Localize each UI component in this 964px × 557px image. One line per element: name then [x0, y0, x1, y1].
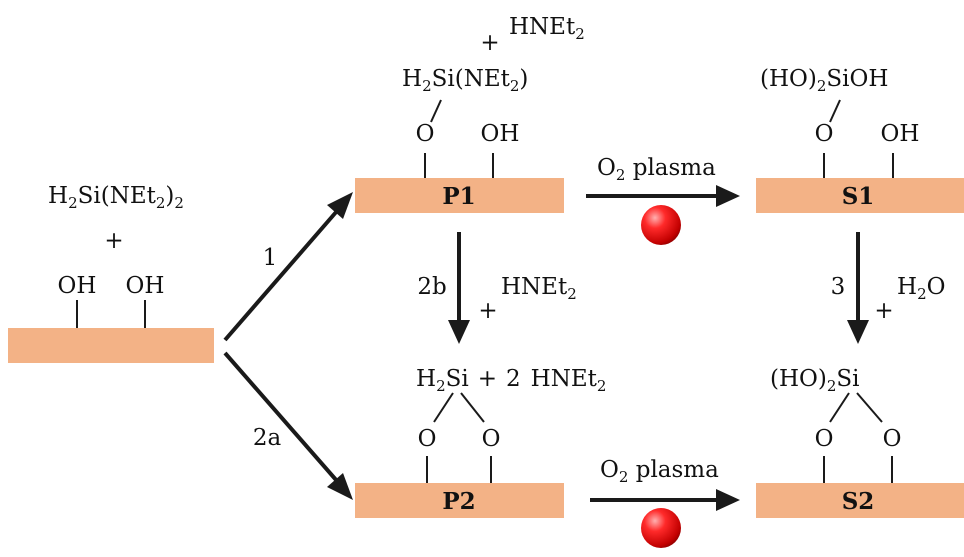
start-plus: +: [104, 228, 123, 254]
s1-silanol-group: (HO)2SiOH: [760, 66, 888, 95]
p1-surface: [355, 178, 564, 213]
arrow-step3-head: [847, 320, 869, 344]
s2-surface: [756, 483, 964, 518]
start-surface: [8, 328, 214, 363]
p2-label: P2: [442, 488, 475, 515]
s1-oh: OH: [881, 121, 920, 147]
p2-bond-si-o-right: [460, 392, 485, 423]
s2-silanol-group: (HO)2Si: [770, 366, 860, 395]
p1-silyl-group: H2Si(NEt2): [402, 66, 528, 95]
p1-oh: OH: [481, 121, 520, 147]
p1-byproduct: HNEt2: [509, 14, 585, 43]
s2-o-left: O: [815, 426, 834, 452]
oxygen-radical-icon-top: [641, 205, 681, 245]
arrow-plasma-bottom-head: [716, 489, 740, 511]
p1-label: P1: [442, 183, 475, 210]
silane-reagent: H2Si(NEt2)2: [48, 183, 184, 212]
s1-bond-si-o: [829, 99, 841, 123]
s2-o-right: O: [883, 426, 902, 452]
step3-label: 3: [831, 274, 846, 300]
s1-label: S1: [842, 183, 875, 210]
step2b-plus: +: [478, 298, 497, 324]
arrow-step1-head: [327, 192, 353, 219]
arrow-plasma-top-head: [716, 185, 740, 207]
start-oh-1: OH: [58, 273, 97, 299]
p2-o-left: O: [418, 426, 437, 452]
p1-o: O: [416, 121, 435, 147]
step2a-label: 2a: [253, 425, 282, 451]
arrow-step2a-shaft: [223, 351, 339, 483]
step1-label: 1: [263, 245, 278, 271]
p1-byproduct-plus: +: [480, 30, 499, 56]
arrow-step2a-head: [327, 473, 353, 500]
p1-bond-si-o: [430, 99, 442, 123]
step2b-label: 2b: [417, 274, 446, 300]
p2-surface: [355, 483, 564, 518]
step3-water: H2O: [897, 274, 945, 303]
plasma-label-top: O2 plasma: [597, 155, 716, 184]
p2-bond-si-o-left: [433, 392, 454, 423]
s1-surface: [756, 178, 964, 213]
plasma-label-bottom: O2 plasma: [600, 457, 719, 486]
oxygen-radical-icon-bottom: [641, 508, 681, 548]
arrow-step2b-head: [448, 320, 470, 344]
p2-o-right: O: [482, 426, 501, 452]
s1-o: O: [815, 121, 834, 147]
s2-bond-si-o-right: [856, 392, 883, 423]
step3-plus: +: [874, 298, 893, 324]
s2-label: S2: [842, 488, 875, 515]
s2-bond-si-o-left: [829, 392, 850, 423]
arrow-step1-shaft: [223, 209, 339, 342]
start-oh-2: OH: [126, 273, 165, 299]
step2b-byproduct: HNEt2: [501, 274, 577, 303]
